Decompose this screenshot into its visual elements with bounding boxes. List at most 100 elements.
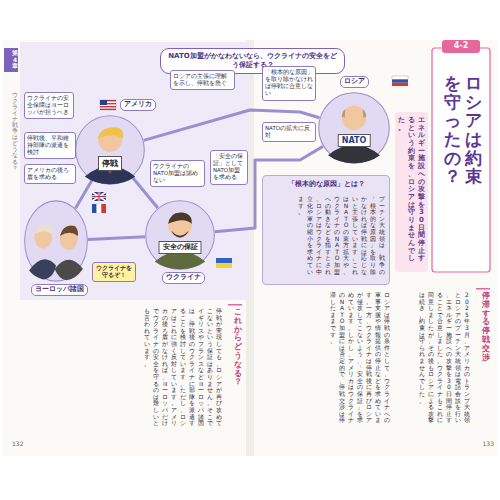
glyph: な [370,222,376,229]
glyph: い [144,341,150,348]
glyph: 。 [171,400,177,407]
glyph: 小 [307,236,313,243]
glyph: ラ [12,104,18,110]
glyph: シ [366,411,372,418]
glyph: る [153,381,159,388]
page-title: ロシアは約束を守ったの？ [442,74,482,192]
glyph: に [361,242,367,249]
glyph: ア [171,407,177,414]
glyph: イ [153,334,159,341]
glyph: れ [419,351,425,358]
glyph: 停 [446,404,452,411]
glyph: の [339,292,345,299]
glyph: ま [437,338,443,345]
glyph: イ [334,216,340,223]
glyph: よ [428,398,434,405]
glyph: パ [162,407,168,414]
glyph: ッ [198,400,204,407]
glyph: は [207,361,213,368]
glyph: は [455,371,461,378]
glyph: 撃 [428,417,434,424]
glyph: 停 [339,417,345,424]
glyph: ？ [444,167,461,186]
glyph: し [171,367,177,374]
glyph: 領 [379,236,385,243]
glyph: 取 [370,255,376,262]
glyph: 3 [446,378,452,385]
glyph: る [12,159,18,165]
glyph: ン [198,354,204,361]
glyph: い [352,236,358,243]
glyph: 盟 [334,269,340,276]
glyph: 難 [153,400,159,407]
glyph: め [307,255,313,262]
glyph: 東 [343,236,349,243]
glyph: い [455,417,461,424]
glyph: 年 [464,318,470,325]
glyph: 撃 [418,194,425,202]
glyph: ど [375,378,381,385]
glyph: 日 [418,225,425,233]
glyph: め [375,398,381,405]
glyph: 戦 [216,315,222,322]
connector-line [75,180,92,208]
note-box: 「安全の保証」としてNATO加盟を求める [210,150,248,185]
glyph: 大 [379,222,385,229]
glyph: を [455,404,461,411]
glyph: た [419,391,425,398]
glyph: を [153,367,159,374]
glyph: 情 [375,325,381,332]
glyph: ナ [348,417,354,424]
figure-part [319,93,390,164]
glyph: 意 [428,299,434,306]
glyph: ク [366,332,372,339]
glyph: な [361,203,367,210]
glyph: 交 [482,345,490,354]
glyph: 設 [418,163,425,171]
glyph: 戦 [482,336,490,345]
glyph: ロ [428,371,434,378]
glyph: イ [12,110,18,116]
glyph: 方 [366,312,372,319]
glyph: ア [366,417,372,424]
glyph: 現 [216,334,222,341]
glyph: 盟 [339,332,345,339]
glyph: ナ [334,222,340,229]
glyph: な [12,152,18,158]
placard-text: NATO [338,134,371,147]
glyph: へ [446,345,452,352]
glyph: 攻 [446,358,452,365]
glyph: は [316,222,322,229]
glyph: 、 [339,378,345,385]
glyph: 停 [482,327,490,336]
glyph: 領 [455,365,461,372]
glyph: し [330,299,336,306]
glyph: さ [325,262,331,269]
glyph: の [343,229,349,236]
glyph: 除 [370,269,376,276]
glyph: し [384,358,390,365]
glyph: を [189,400,195,407]
glyph: 間 [446,398,452,405]
glyph: す [446,417,452,424]
glyph: プ [464,398,470,405]
diagram-panel [20,42,250,300]
glyph: イ [198,308,204,315]
glyph: シ [216,374,222,381]
glyph: に [171,334,177,341]
glyph: 4 [12,57,18,64]
glyph: 同 [428,292,434,299]
glyph: の [162,315,168,322]
glyph: 攻 [428,411,434,418]
glyph: が [216,387,222,394]
glyph: 加 [339,325,345,332]
glyph: 。 [366,299,372,306]
glyph: エ [418,117,425,125]
glyph: 対 [171,361,177,368]
glyph: N [343,203,349,210]
glyph: 停 [375,358,381,365]
glyph: 原 [370,229,376,236]
glyph: ウ [334,196,340,203]
glyph: 侵 [357,299,363,306]
glyph: る [437,292,443,299]
